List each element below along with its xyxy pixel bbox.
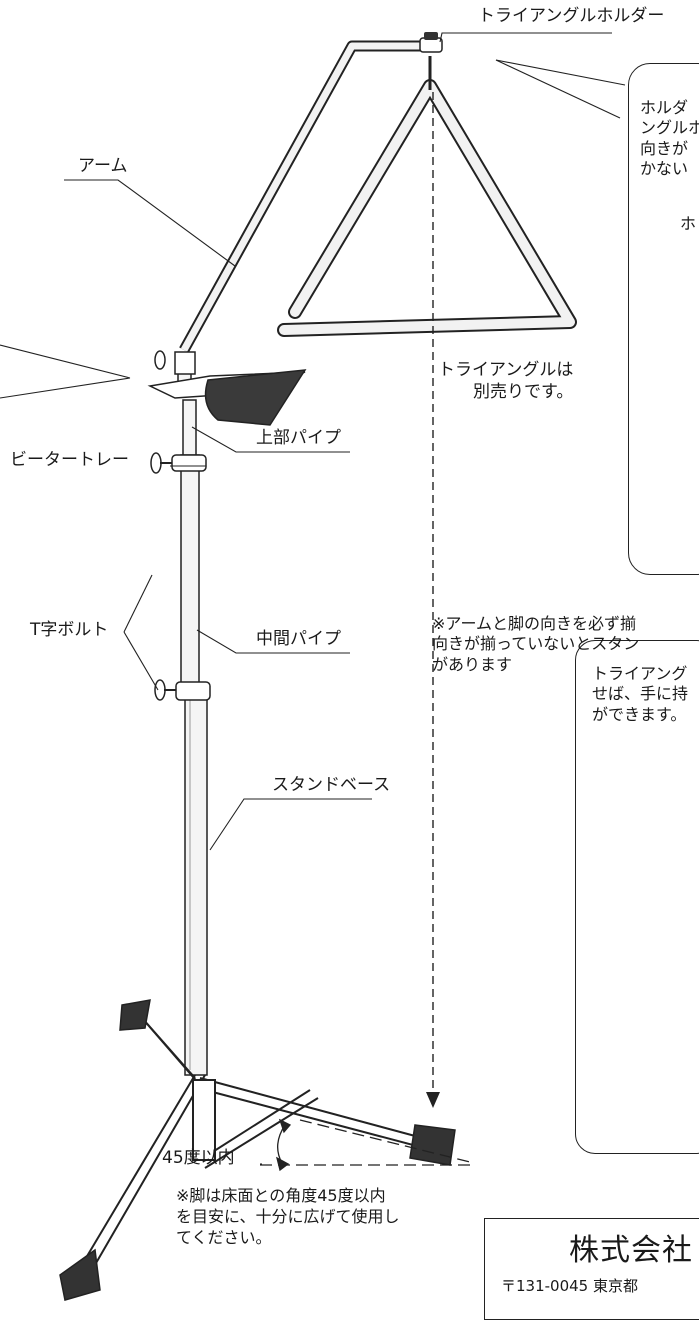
- t-bolt-upper: [150, 452, 207, 474]
- company-address: 〒131-0045 東京都: [501, 1277, 638, 1295]
- label-triangle-holder: トライアングルホルダー: [478, 6, 665, 26]
- angle-guide: [260, 1118, 471, 1172]
- label-beater-tray: ビータートレー: [10, 450, 129, 470]
- beater-tray: [147, 369, 307, 426]
- tripod-legs: [79, 1009, 433, 1271]
- note-holder-box-caption: ホ: [680, 214, 697, 233]
- label-upper-pipe: 上部パイプ: [256, 428, 341, 448]
- rubber-feet: [59, 999, 456, 1301]
- label-middle-pipe: 中間パイプ: [256, 629, 341, 649]
- label-t-bolt: T字ボルト: [30, 620, 109, 640]
- company-box: 株式会社 〒131-0045 東京都: [484, 1218, 699, 1320]
- leader-lines: [0, 32, 626, 1165]
- note-holder-box: ホルダ ングルホ 向きが かない: [640, 98, 699, 179]
- label-angle: 45度以内: [162, 1148, 235, 1168]
- triangle-holder-knob: [419, 32, 443, 53]
- handheld-detail-box: [575, 640, 699, 1154]
- holder-detail-box: [628, 63, 699, 575]
- note-alignment: ※アームと脚の向きを必ず揃 向きが揃っていないとスタン があります: [432, 614, 640, 674]
- clamp-top: [154, 350, 196, 375]
- label-stand-base: スタンドベース: [272, 775, 391, 795]
- note-handheld-box: トライアング せば、手に持 ができます。: [592, 664, 689, 724]
- label-arm: アーム: [78, 156, 128, 176]
- company-name: 株式会社: [569, 1233, 693, 1268]
- arm-rod: [179, 40, 432, 353]
- triangle-instrument: [277, 56, 577, 337]
- t-bolt-lower: [154, 679, 211, 701]
- note-legs: ※脚は床面との角度45度以内 を目安に、十分に広げて使用し てください。: [176, 1186, 400, 1248]
- alignment-dashed-line: [426, 92, 440, 1108]
- label-triangle-sold-separately: トライアングルは 別売りです。: [438, 360, 574, 402]
